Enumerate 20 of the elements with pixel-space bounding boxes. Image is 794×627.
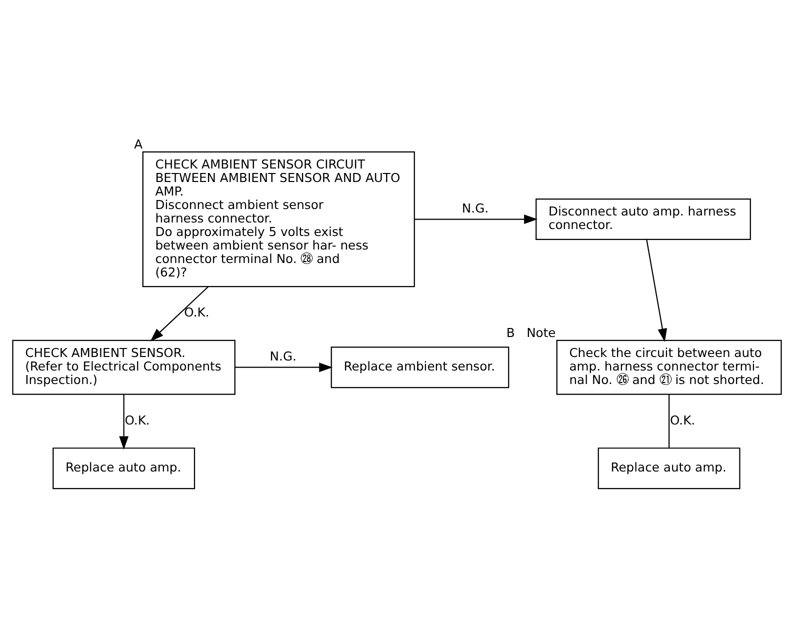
- edge-label: N.G.: [462, 201, 489, 216]
- arrow: [150, 286, 208, 342]
- arrow: [414, 214, 538, 224]
- edge-label: O.K.: [124, 413, 150, 428]
- node-box: Check the circuit between auto amp. harness connector termi- nal No. ㉖ and ㉑ is not shorted.: [556, 340, 782, 395]
- connector: [668, 394, 670, 448]
- node-box: Replace ambient sensor.: [330, 346, 510, 388]
- node-label: A: [134, 137, 143, 152]
- node-box: CHECK AMBIENT SENSOR CIRCUIT BETWEEN AMBIENT SENSOR AND AUTO AMP. Disconnect ambient sensor harness connector. Do approximately 5 volts exist between ambient sensor har- ness connector terminal No. ㉘ and (62)?: [142, 151, 415, 288]
- arrow: [119, 394, 129, 450]
- node-box: Disconnect auto amp. harness connector.: [536, 198, 751, 240]
- arrow: [234, 362, 333, 372]
- edge-label: O.K.: [184, 306, 210, 320]
- edge-label: O.K.: [670, 413, 696, 428]
- node-label: B Note: [506, 326, 556, 340]
- arrow: [646, 240, 668, 342]
- edge-label: N.G.: [270, 349, 296, 364]
- node-box: Replace auto amp.: [52, 448, 196, 490]
- node-box: CHECK AMBIENT SENSOR. (Refer to Electrical Components Inspection.): [12, 340, 236, 395]
- node-box: Replace auto amp.: [598, 448, 740, 490]
